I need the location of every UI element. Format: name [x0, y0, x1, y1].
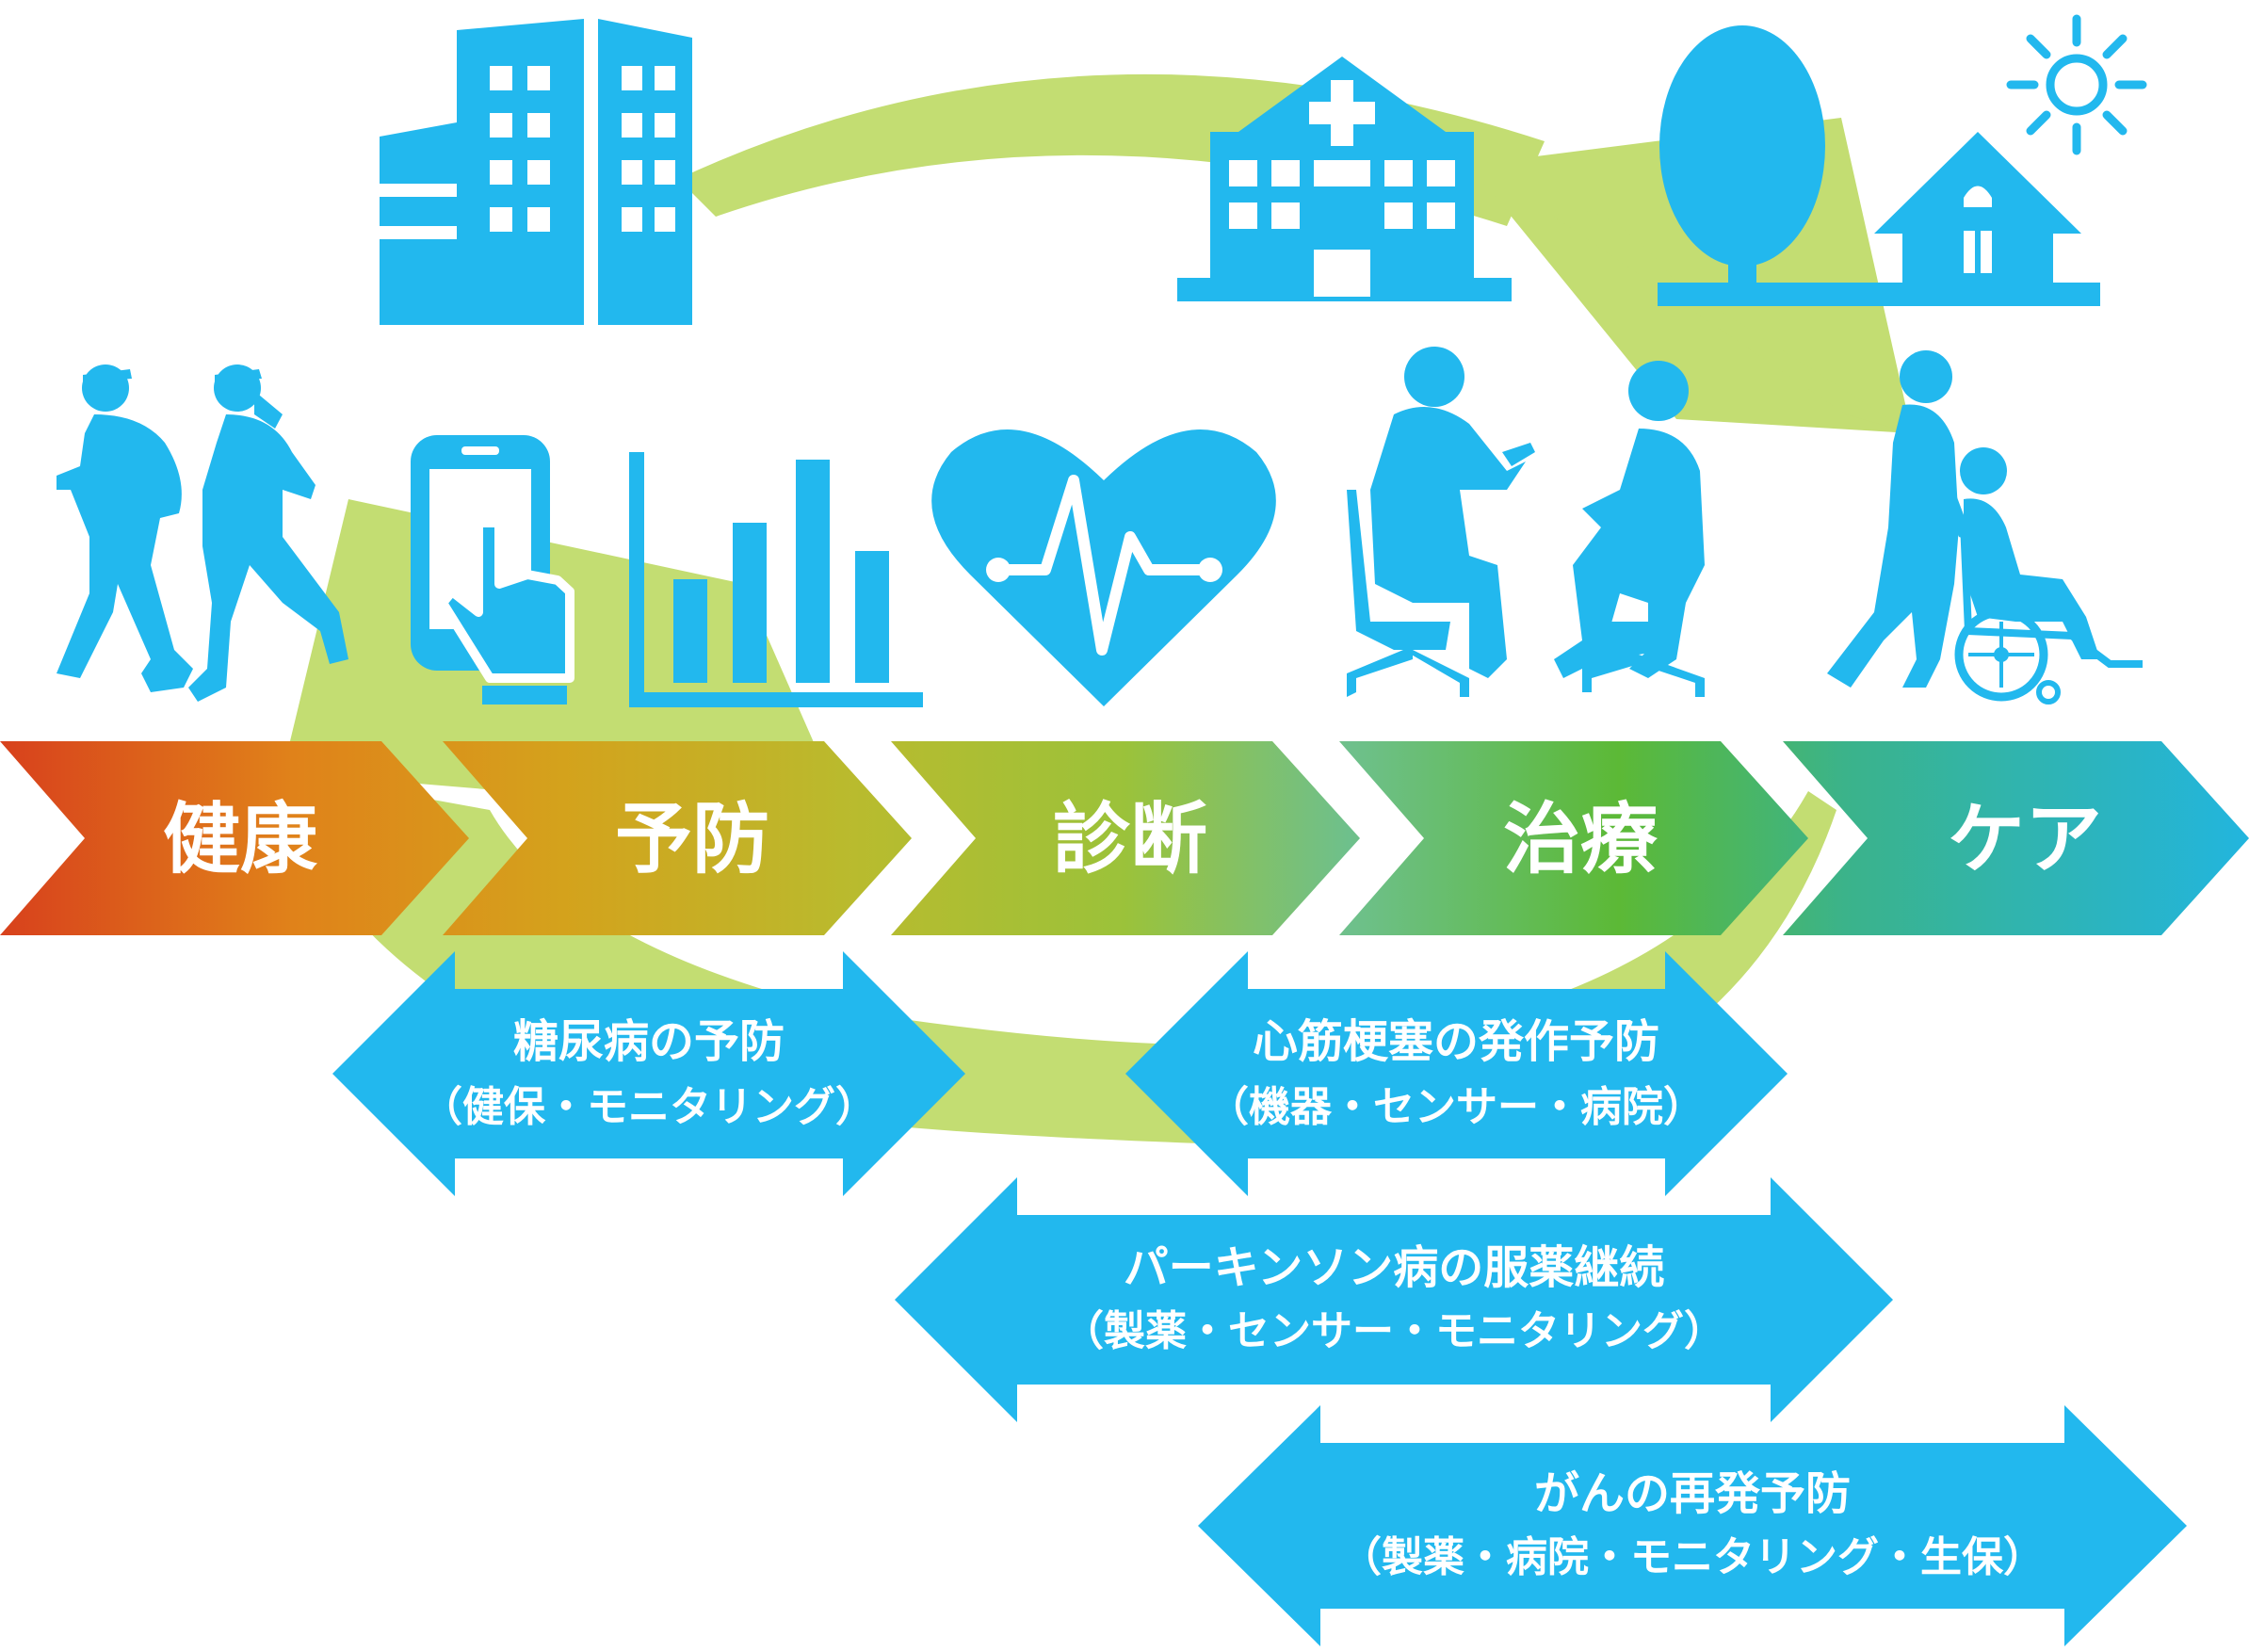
- house-icon: [1874, 132, 2081, 283]
- program-title: 糖尿病の予防: [513, 1015, 785, 1068]
- stage-label: 治療: [1503, 795, 1658, 884]
- program-arrow-myocardial: [1125, 951, 1788, 1196]
- stage-label: 診断: [1053, 795, 1207, 884]
- stage-chevron-kenko: [0, 741, 469, 935]
- program-title: がんの再発予防: [1534, 1467, 1851, 1520]
- stage-chevron-yobo: [443, 741, 912, 935]
- program-arrow-parkinson: [895, 1177, 1893, 1422]
- program-title: 心筋梗塞の発作予防: [1253, 1015, 1659, 1068]
- hospital-icon: [1177, 57, 1512, 301]
- program-partners: （製薬・センサー・モニタリング）: [1062, 1307, 1725, 1355]
- program-partners: （機器・センサー・病院）: [1207, 1083, 1705, 1131]
- stage-chevron-shindan: [891, 741, 1360, 935]
- program-title: パーキンソン病の服薬継続: [1124, 1241, 1665, 1294]
- office-building-icon: [380, 19, 692, 325]
- program-arrow-cancer: [1198, 1405, 2187, 1646]
- program-arrows: [332, 951, 2187, 1646]
- stage-chevron-care: [1783, 741, 2249, 935]
- heart-pulse-icon: [931, 429, 1276, 706]
- doctor-patient-icon: [1347, 347, 1705, 697]
- program-partners: （健保・モニタリング）: [421, 1083, 877, 1131]
- caregiver-wheelchair-icon: [1827, 350, 2143, 705]
- stage-chevron-chiryo: [1339, 741, 1808, 935]
- smartphone-tap-icon: [411, 435, 574, 705]
- stage-label: 健康: [163, 795, 317, 884]
- program-arrow-diabetes: [332, 951, 965, 1196]
- runners-icon: [57, 364, 348, 702]
- sun-icon: [2006, 14, 2147, 155]
- stage-labels: 健康 予防 診断 治療 ケア: [163, 795, 2102, 884]
- program-labels: 糖尿病の予防 （健保・モニタリング） 心筋梗塞の発作予防 （機器・センサー・病院…: [421, 1015, 2045, 1581]
- stage-label: ケア: [1948, 795, 2102, 884]
- program-partners: （製薬・病院・モニタリング・生保）: [1340, 1533, 2045, 1581]
- tree-icon: [1658, 25, 2100, 306]
- stage-chevron-bar: [0, 741, 2249, 935]
- bar-chart-icon: [629, 452, 923, 707]
- stage-label: 予防: [615, 795, 769, 884]
